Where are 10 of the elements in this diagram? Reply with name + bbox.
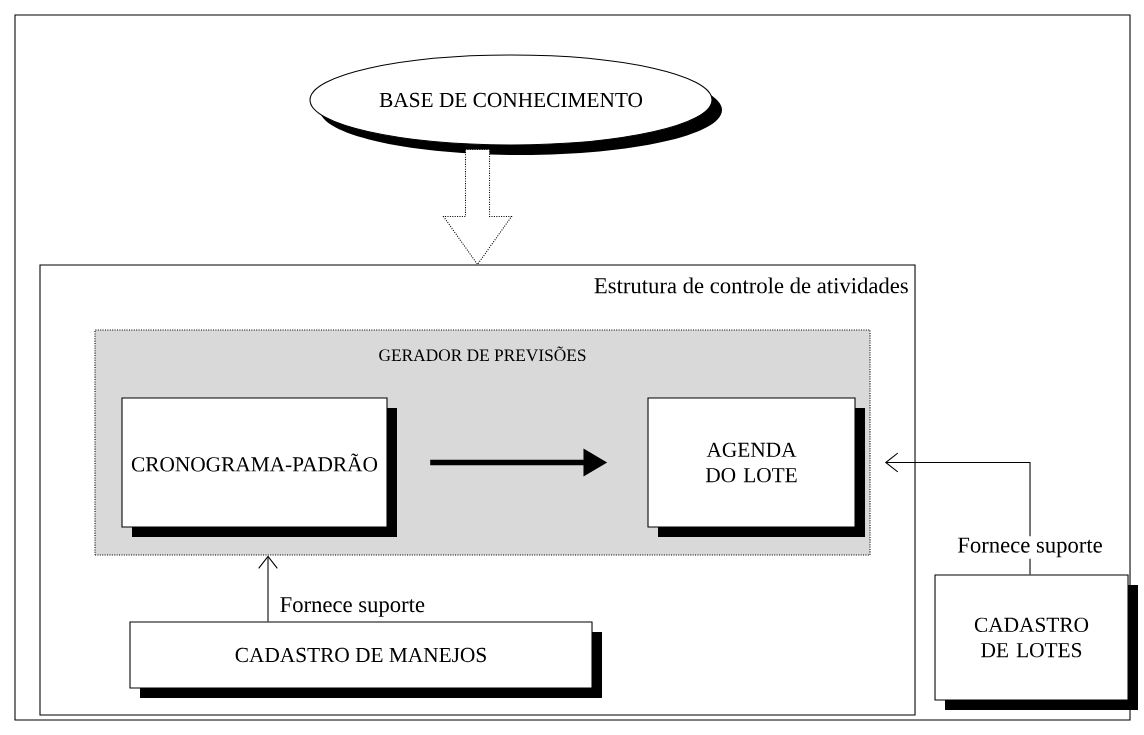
- edge-label: Fornece suporte: [278, 595, 427, 619]
- arrow: [258, 555, 278, 622]
- edge-label: Fornece suporte: [956, 536, 1105, 559]
- process-box: AGENDA DO LOTE: [647, 397, 865, 537]
- block-arrow: [442, 148, 513, 266]
- ellipse-node: BASE DE CONHECIMENTO: [309, 54, 722, 155]
- arrow: [884, 452, 1031, 575]
- process-box: CADASTRO DE LOTES: [934, 574, 1138, 710]
- process-box: CADASTRO DE MANEJOS: [129, 621, 602, 698]
- process-box: CRONOGRAMA-PADRÃO: [121, 397, 397, 537]
